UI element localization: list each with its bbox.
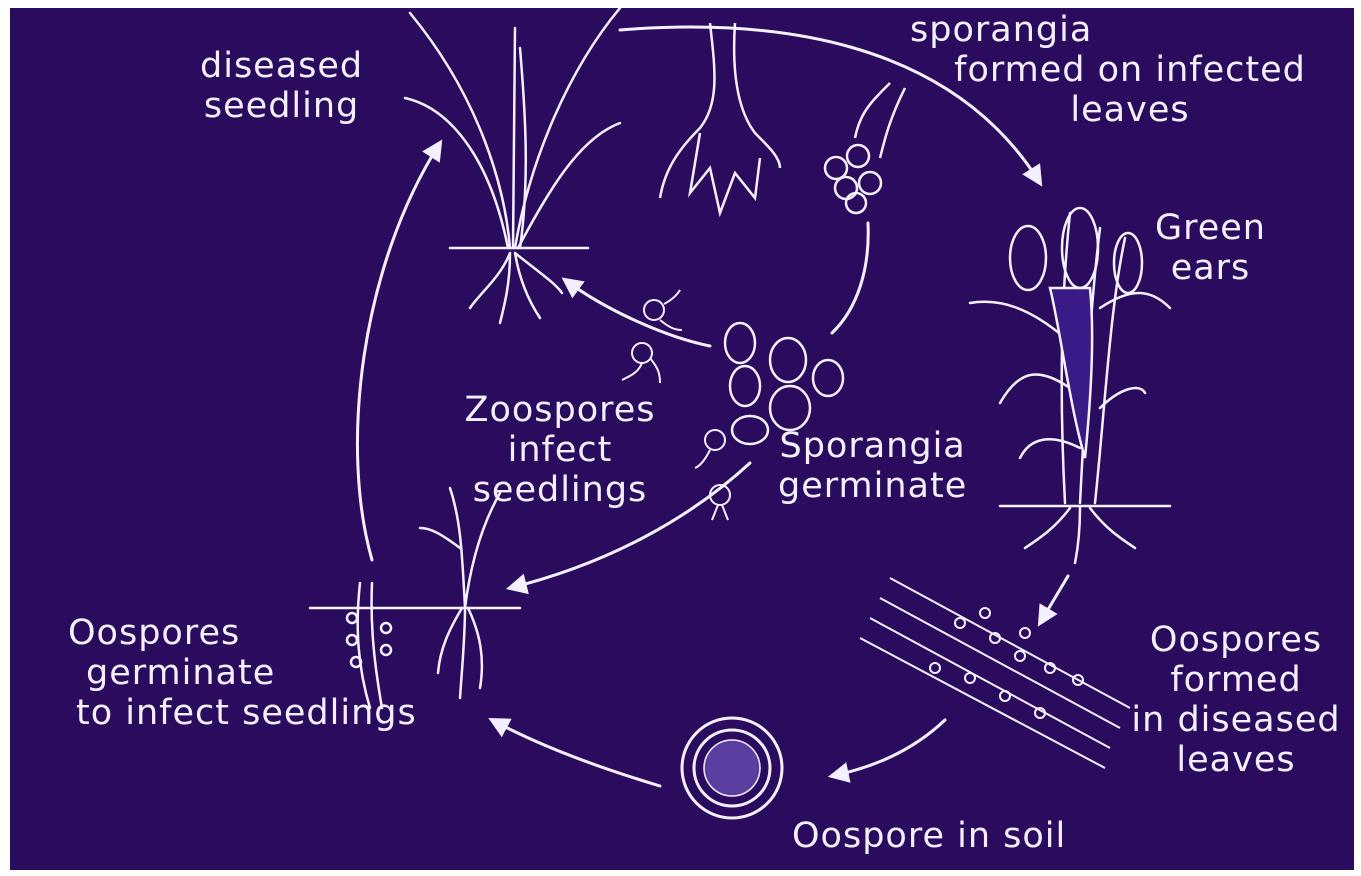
oospore-drawing: [682, 718, 782, 818]
arrow-to-oospore-soil: [832, 720, 945, 776]
arrow-zoospores-to-seedling: [565, 280, 710, 346]
diseased-leaves-drawing: [860, 578, 1130, 768]
label-oospores-formed: Oospores formed in diseased leaves: [1118, 620, 1354, 780]
label-sporangia-germinate: Sporangia germinate: [778, 426, 967, 506]
label-diseased-seedling: diseased seedling: [200, 46, 363, 126]
label-green-ears: Green ears: [1155, 208, 1266, 288]
arrow-sporangiophore-down: [832, 223, 868, 333]
diseased-seedling-drawing: [405, 8, 620, 323]
arrow-to-oospores-germinate: [492, 720, 660, 786]
label-sporangia-formed: sporangia formed on infected leaves: [910, 10, 1350, 130]
label-oospore-in-soil: Oospore in soil: [792, 816, 1066, 856]
label-oospores-germinate: Oospores germinate to infect seedlings: [68, 613, 417, 733]
diagram-frame: diseased seedling sporangia formed on in…: [10, 8, 1354, 870]
green-ears-plant-drawing: [970, 208, 1170, 563]
label-zoospores-infect: Zoospores infect seedlings: [445, 390, 675, 510]
arrow-to-oospores-formed: [1040, 576, 1068, 623]
arrow-to-diseased-seedling: [357, 143, 440, 560]
